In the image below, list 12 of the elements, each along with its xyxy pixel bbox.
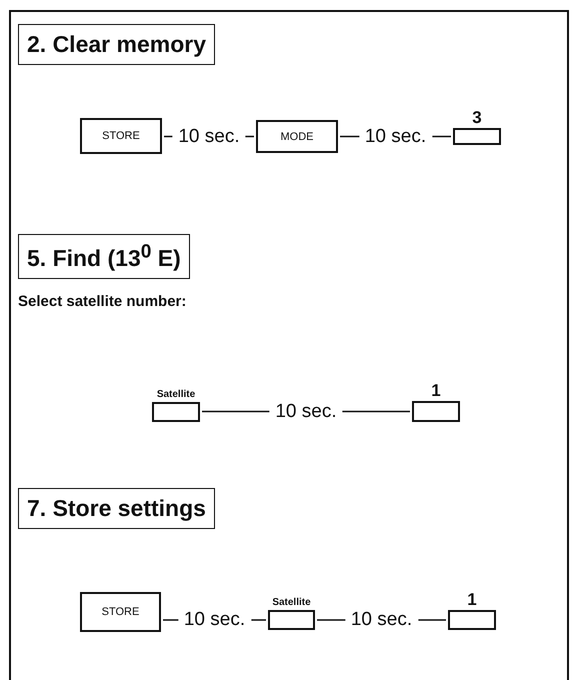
key-label: Satellite (156, 390, 196, 400)
key-label: 1 (431, 382, 441, 399)
key-button: STORE (80, 592, 161, 632)
section-heading: 2. Clear memory (18, 24, 215, 65)
key-button: STORE (80, 118, 162, 154)
key-label: Satellite (272, 598, 311, 608)
key-label: 1 (467, 591, 477, 608)
key-button: MODE (256, 120, 338, 153)
section-heading: 5. Find (13$^{0}$ E) (18, 234, 190, 279)
section-heading: 7. Store settings (18, 488, 215, 529)
key-label: 3 (472, 109, 482, 126)
instruction-text: Select satellite number: (18, 293, 186, 310)
